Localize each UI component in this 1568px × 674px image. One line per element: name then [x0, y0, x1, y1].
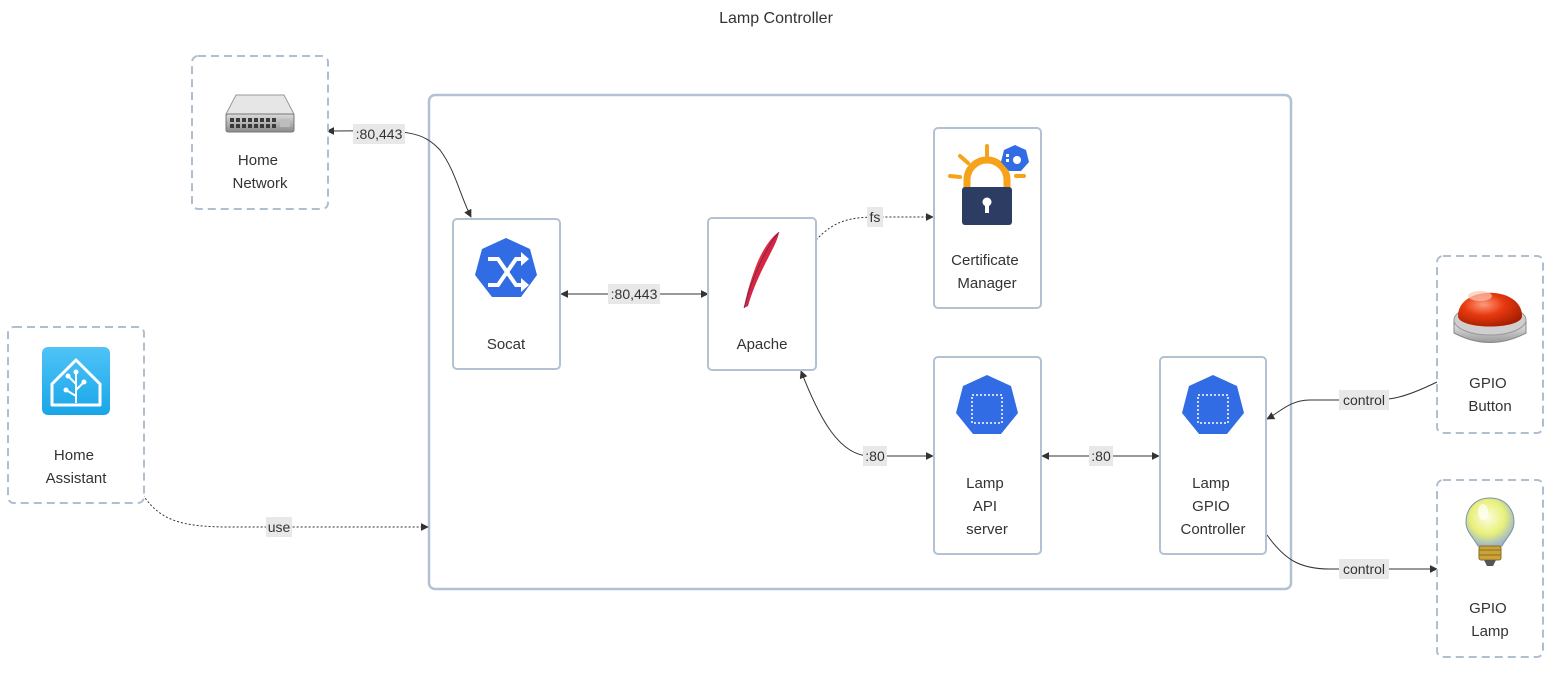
svg-text:control: control — [1343, 392, 1385, 408]
socat-label: Socat — [487, 336, 526, 353]
kubernetes-pod-icon — [956, 375, 1018, 434]
node-certificate-manager[interactable]: Certificate Manager — [933, 127, 1042, 309]
svg-text:use: use — [268, 519, 291, 535]
node-lamp-api-server[interactable]: Lamp API server — [933, 356, 1042, 555]
edge-label-apache-api: :80 — [863, 446, 887, 466]
gpio-button-label: GPIO Button — [1468, 375, 1511, 415]
node-lamp-gpio-controller[interactable]: Lamp GPIO Controller — [1159, 356, 1267, 555]
svg-text:control: control — [1343, 561, 1385, 577]
lamp-gpio-controller-label: Lamp GPIO Controller — [1180, 475, 1245, 538]
edge-assistant-group — [142, 494, 429, 531]
edge-apache-cert — [815, 213, 934, 241]
edge-label-socat-apache: :80,443 — [608, 284, 660, 304]
light-bulb-icon — [1465, 497, 1515, 566]
svg-text::80: :80 — [1091, 448, 1111, 464]
kubernetes-pod-icon — [1182, 375, 1244, 434]
svg-text::80,443: :80,443 — [356, 126, 403, 142]
node-socat[interactable]: Socat — [452, 218, 561, 370]
node-gpio-button[interactable]: GPIO Button — [1436, 255, 1544, 434]
node-gpio-lamp[interactable]: GPIO Lamp — [1436, 479, 1544, 658]
node-apache[interactable]: Apache — [707, 217, 817, 371]
apache-label: Apache — [737, 336, 788, 353]
certificate-manager-label: Certificate Manager — [951, 252, 1023, 292]
lets-encrypt-lock-icon — [948, 144, 1029, 225]
home-network-label: Home Network — [232, 152, 288, 192]
svg-text:fs: fs — [870, 209, 881, 225]
edge-label-button-gpio: control — [1339, 390, 1389, 410]
edge-gpio-lamp — [1266, 534, 1438, 573]
home-assistant-icon — [42, 347, 110, 415]
node-home-assistant[interactable]: Home Assistant — [7, 326, 145, 504]
edge-label-network-socat: :80,443 — [353, 124, 405, 144]
red-button-icon — [1453, 291, 1527, 343]
diagram-title: Lamp Controller — [719, 10, 834, 27]
edge-label-apache-cert: fs — [867, 207, 883, 227]
edge-label-api-gpio: :80 — [1089, 446, 1113, 466]
svg-text::80: :80 — [865, 448, 885, 464]
node-home-network[interactable]: Home Network — [191, 55, 329, 210]
edge-label-gpio-lamp: control — [1339, 559, 1389, 579]
apache-feather-icon — [743, 231, 780, 309]
lamp-api-server-label: Lamp API server — [966, 475, 1008, 538]
network-switch-icon — [225, 94, 295, 133]
svg-text::80,443: :80,443 — [611, 286, 658, 302]
edge-label-assistant-group: use — [266, 517, 292, 537]
shuffle-hexagon-icon — [475, 238, 537, 297]
gpio-lamp-label: GPIO Lamp — [1469, 600, 1511, 640]
home-assistant-label: Home Assistant — [46, 447, 108, 487]
lamp-controller-group — [427, 93, 1293, 591]
